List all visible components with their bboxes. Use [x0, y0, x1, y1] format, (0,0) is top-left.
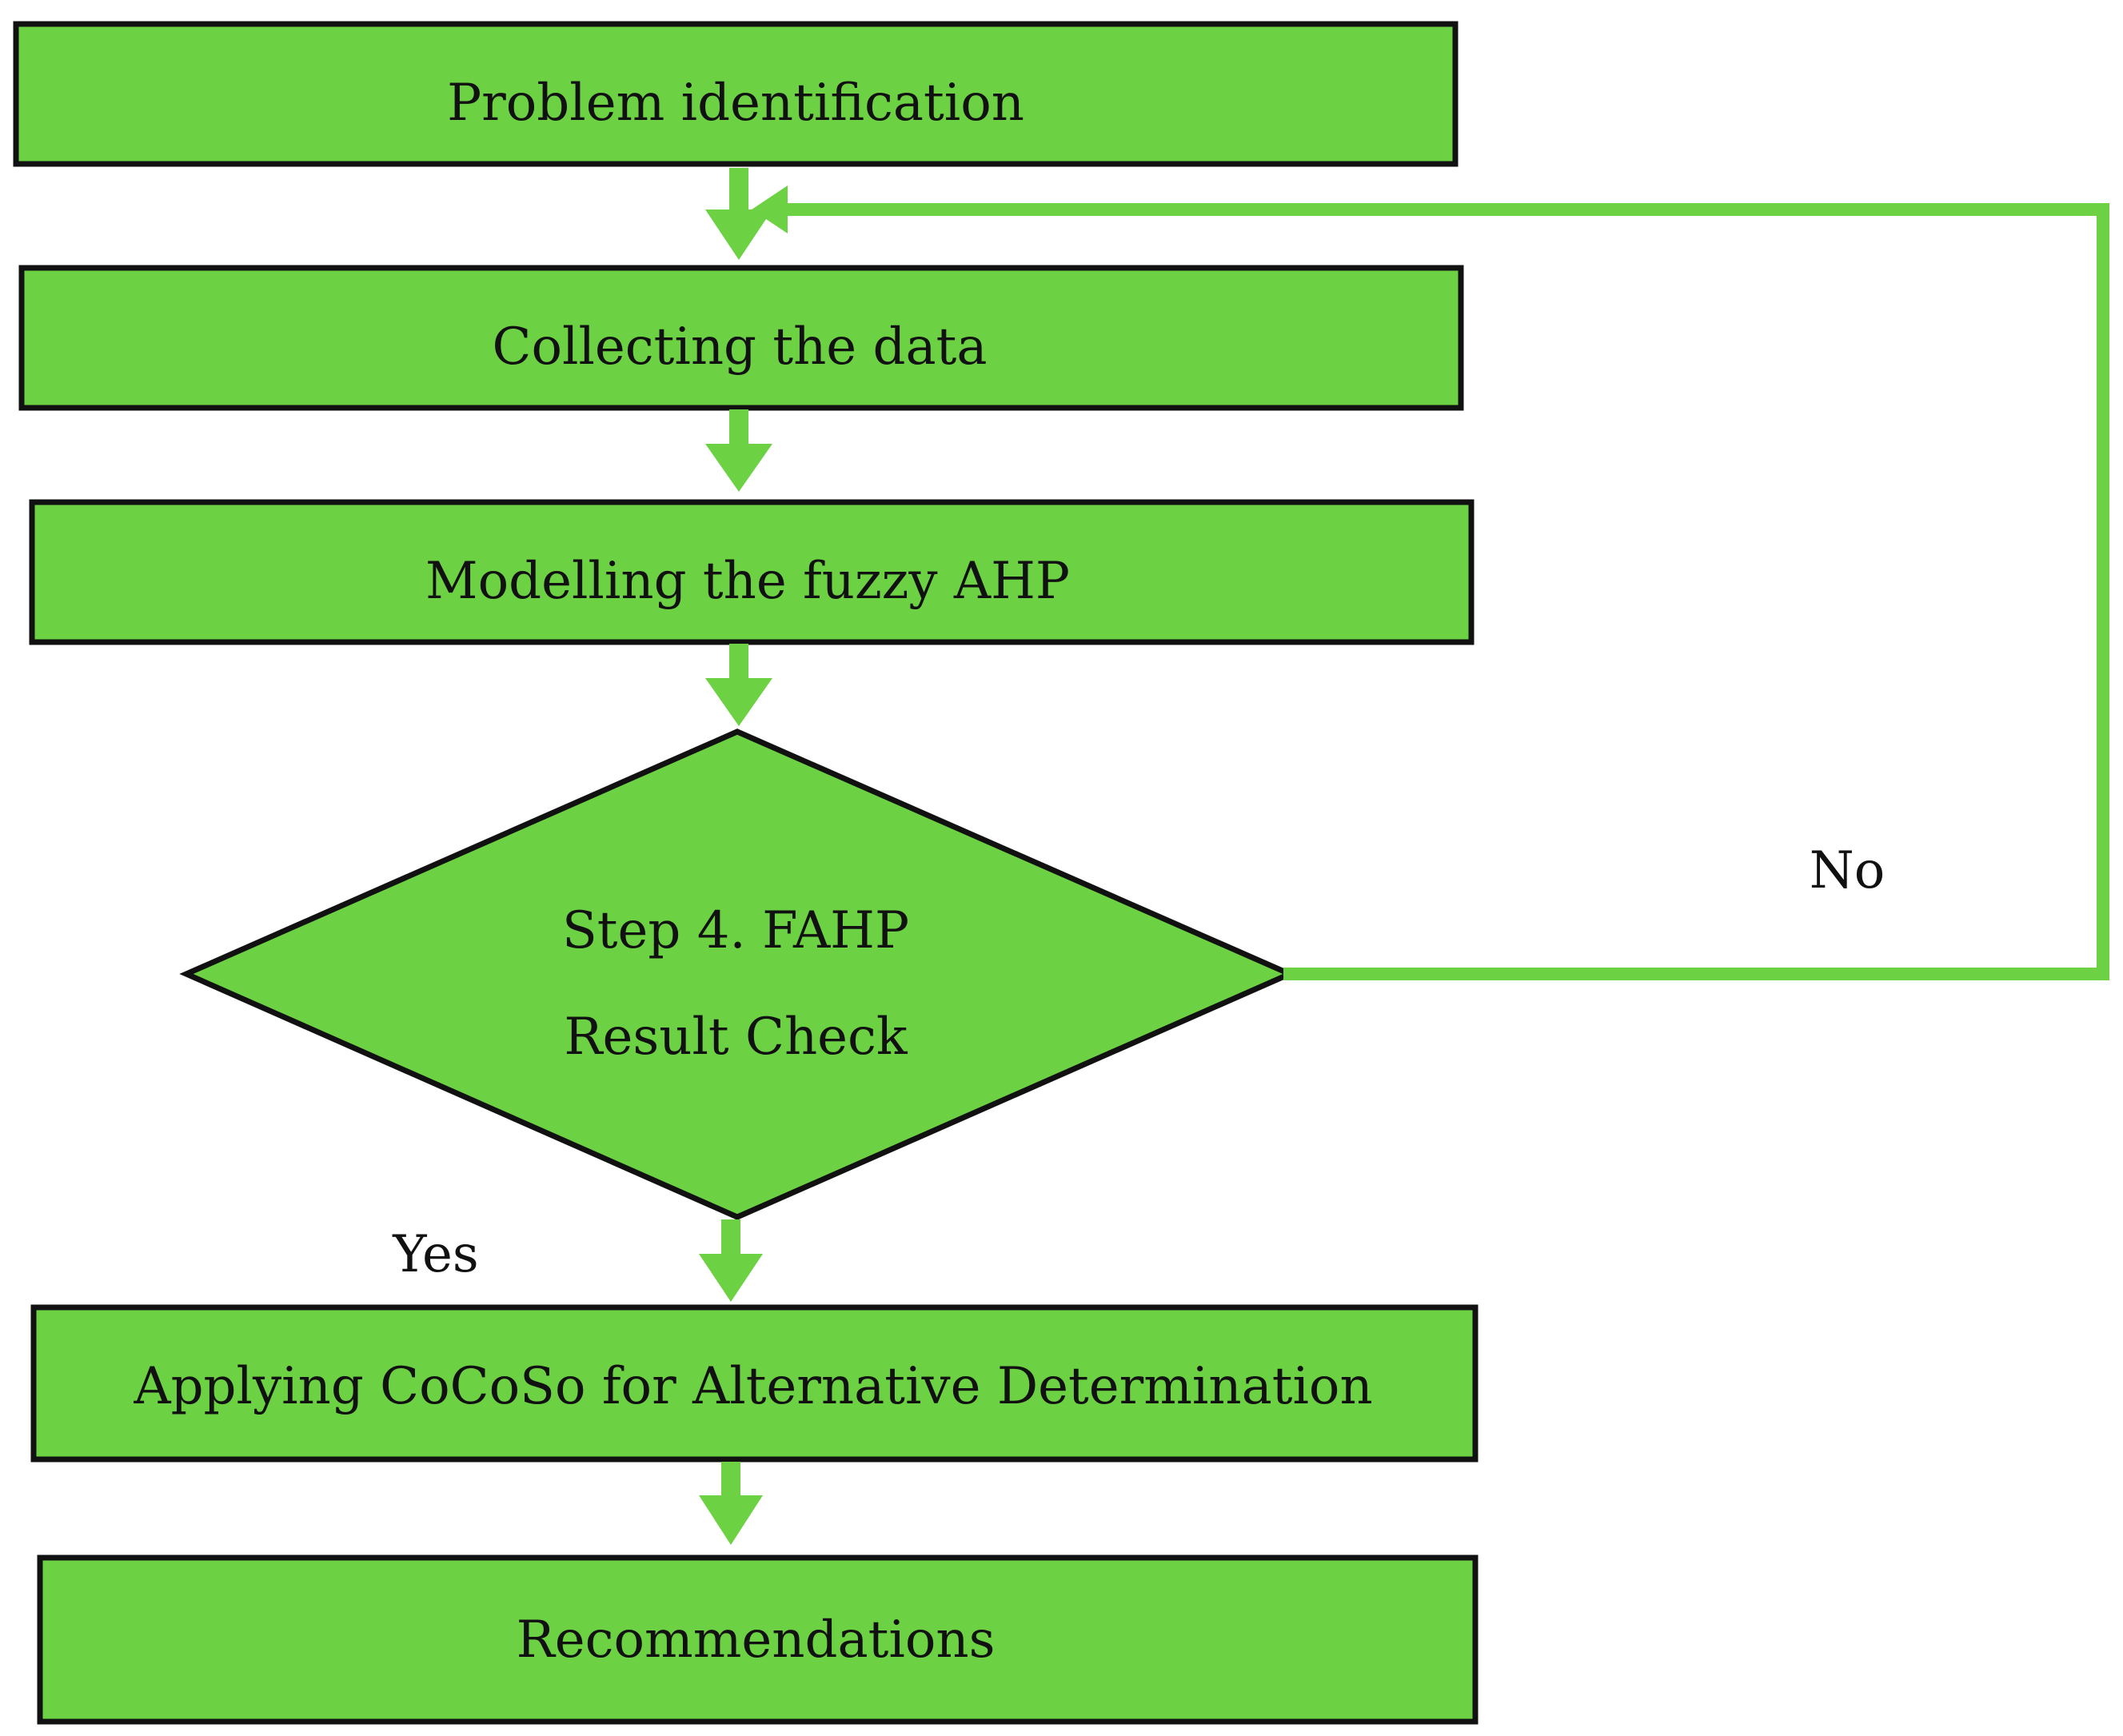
arrow-problem-to-collecting — [705, 168, 772, 260]
node-collecting-data-label: Collecting the data — [492, 317, 987, 377]
node-applying-cocoso-label: Applying CoCoSo for Alternative Determin… — [133, 1357, 1372, 1416]
node-modelling-fuzzy-ahp-label: Modelling the fuzzy AHP — [425, 552, 1070, 611]
node-fahp-result-check-label-line1: Step 4. FAHP — [562, 901, 909, 960]
node-recommendations: Recommendations — [37, 1554, 1479, 1725]
node-fahp-result-check-diamond — [179, 728, 1297, 1220]
node-collecting-data: Collecting the data — [18, 265, 1464, 411]
arrow-collecting-to-modelling — [705, 409, 772, 492]
node-collecting-data-box — [18, 265, 1464, 411]
arrow-check-feedback-no — [752, 186, 2109, 980]
node-modelling-fuzzy-ahp-box — [29, 499, 1475, 645]
arrow-modelling-to-check — [705, 644, 772, 726]
node-applying-cocoso: Applying CoCoSo for Alternative Determin… — [30, 1304, 1479, 1463]
arrow-cocoso-to-recommendations — [699, 1462, 763, 1545]
arrow-check-to-cocoso-yes — [699, 1219, 763, 1302]
node-problem-identification-box — [13, 21, 1459, 167]
node-recommendations-box — [37, 1554, 1479, 1725]
node-fahp-result-check-label-line2: Result Check — [564, 1008, 908, 1067]
node-recommendations-label: Recommendations — [517, 1610, 996, 1670]
node-problem-identification: Problem identification — [13, 21, 1459, 167]
edge-label-no: No — [1810, 841, 1886, 900]
node-fahp-result-check: Step 4. FAHP Result Check — [179, 728, 1297, 1220]
edge-label-yes: Yes — [392, 1225, 478, 1284]
node-applying-cocoso-box — [30, 1304, 1479, 1463]
node-problem-identification-label: Problem identification — [447, 74, 1024, 133]
node-modelling-fuzzy-ahp: Modelling the fuzzy AHP — [29, 499, 1475, 645]
